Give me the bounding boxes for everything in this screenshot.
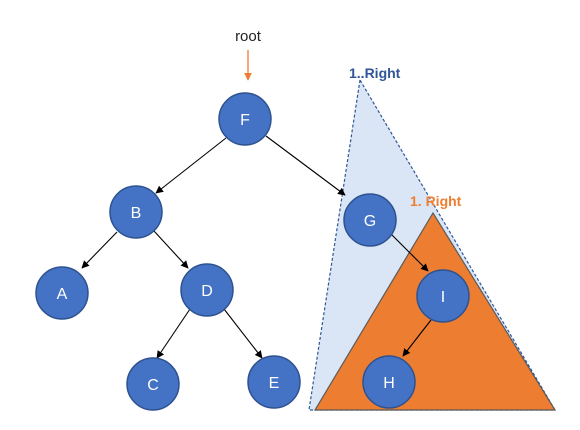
node-D: D [180,263,234,317]
node-B-label: B [131,205,142,222]
node-E: E [247,355,301,409]
root-label: root [235,28,262,45]
node-F: F [218,92,272,146]
node-E-label: E [269,375,280,392]
node-H-label: H [383,375,395,392]
node-C-label: C [147,377,159,394]
node-G: G [343,193,397,247]
edge-F-B [155,137,227,194]
edge-F-G [265,135,346,196]
edge-I-H [402,319,432,357]
node-G-circle [343,193,397,247]
node-E-circle [247,355,301,409]
node-A-circle [35,266,89,320]
edges [81,135,432,359]
node-I-label: I [441,289,445,306]
node-D-label: D [201,283,213,300]
node-D-circle [180,263,234,317]
node-G-label: G [364,213,376,230]
edge-D-E [223,308,263,359]
node-F-label: F [240,112,250,129]
node-A: A [35,266,89,320]
node-I-circle [416,269,470,323]
node-H: H [362,355,416,409]
node-C: C [126,357,180,411]
edge-G-I [389,232,429,272]
edge-B-A [81,231,118,269]
node-F-circle [218,92,272,146]
node-I: I [416,269,470,323]
node-C-circle [126,357,180,411]
edge-D-C [156,308,191,359]
outer-subtree-label: 1..Right [349,65,401,81]
node-B: B [109,185,163,239]
node-H-circle [362,355,416,409]
node-A-label: A [57,286,68,303]
node-B-circle [109,185,163,239]
edge-B-D [153,230,189,269]
inner-subtree-label: 1. Right [410,193,462,209]
